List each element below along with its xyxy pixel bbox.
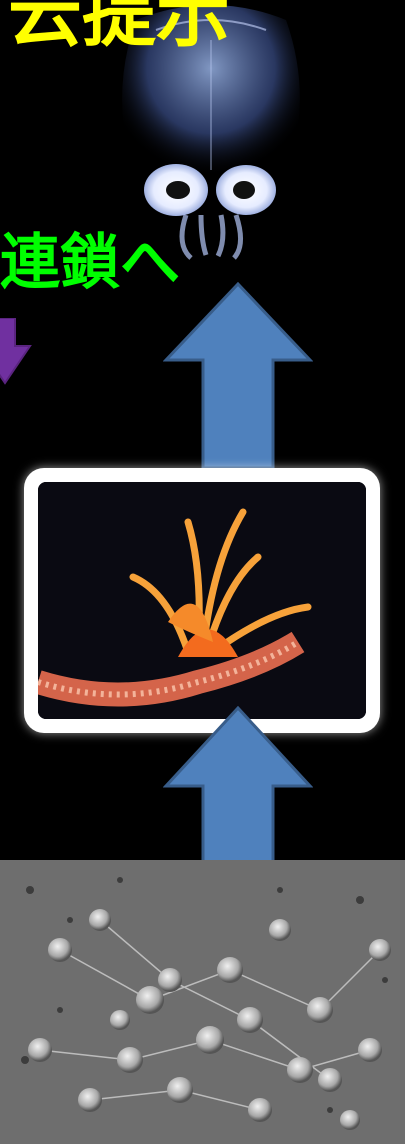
- polychaete-photo-frame: [24, 468, 380, 733]
- slide-title: 云提示: [8, 0, 405, 54]
- microbe-sem-photo: [0, 860, 405, 1144]
- polychaete-photo: [38, 482, 366, 719]
- food-chain-label: 連鎖へ: [0, 228, 180, 298]
- curved-arrow-purple-icon: [0, 318, 35, 388]
- up-arrow-icon: [163, 282, 313, 470]
